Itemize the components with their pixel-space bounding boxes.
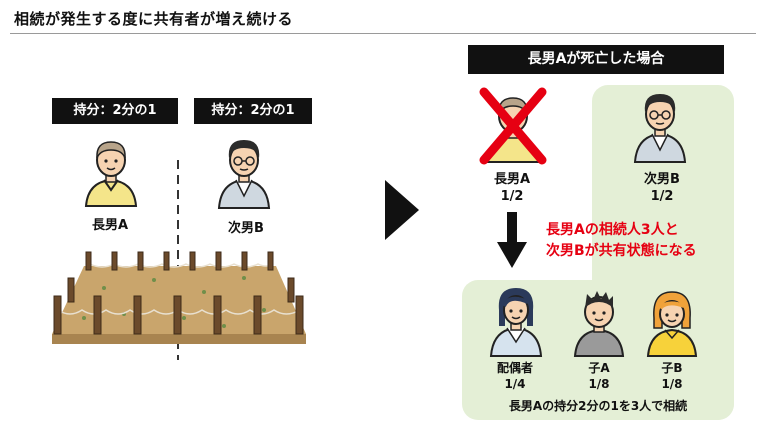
heir-name-spouse: 配偶者	[496, 361, 533, 375]
heir-share-spouse: 1/4	[504, 377, 526, 391]
deceased-eldest-son-icon	[479, 87, 547, 165]
heir-name-child-b: 子B	[661, 361, 683, 375]
share-tag-second: 持分：2分の1	[194, 98, 312, 124]
share-tag-eldest: 持分：2分の1	[52, 98, 178, 124]
deceased-share-label: 1/2	[500, 189, 524, 204]
inheritance-caption: 長男Aの持分2分の1を3人で相続	[508, 399, 688, 413]
heir-name-child-a: 子A	[588, 361, 610, 375]
heir-share-child-a: 1/8	[588, 377, 610, 391]
down-arrow-icon	[497, 212, 527, 268]
person-label-eldest: 長男A	[91, 218, 129, 233]
spouse-icon	[489, 288, 543, 357]
coownership-note-line1: 長男Aの相続人3人と	[546, 222, 679, 238]
elder-son-a-icon	[84, 141, 138, 207]
deceased-name-label: 長男A	[493, 172, 531, 187]
land-plot-illustration	[52, 251, 306, 344]
child-b-icon	[646, 291, 698, 357]
transition-arrow-icon	[385, 180, 419, 240]
heir-share-child-b: 1/8	[661, 377, 683, 391]
second-son-b-icon-right	[633, 94, 687, 163]
person-label-second: 次男B	[228, 221, 264, 236]
brother-name-label: 次男B	[644, 172, 680, 187]
brother-share-label: 1/2	[650, 189, 674, 204]
page-title: 相続が発生する度に共有者が増え続ける	[14, 10, 294, 28]
child-a-icon	[573, 291, 625, 357]
second-son-b-icon	[217, 140, 271, 209]
title-divider	[10, 33, 756, 34]
coownership-note-line2: 次男Bが共有状態になる	[546, 243, 697, 259]
scenario-header: 長男Aが死亡した場合	[468, 45, 724, 74]
